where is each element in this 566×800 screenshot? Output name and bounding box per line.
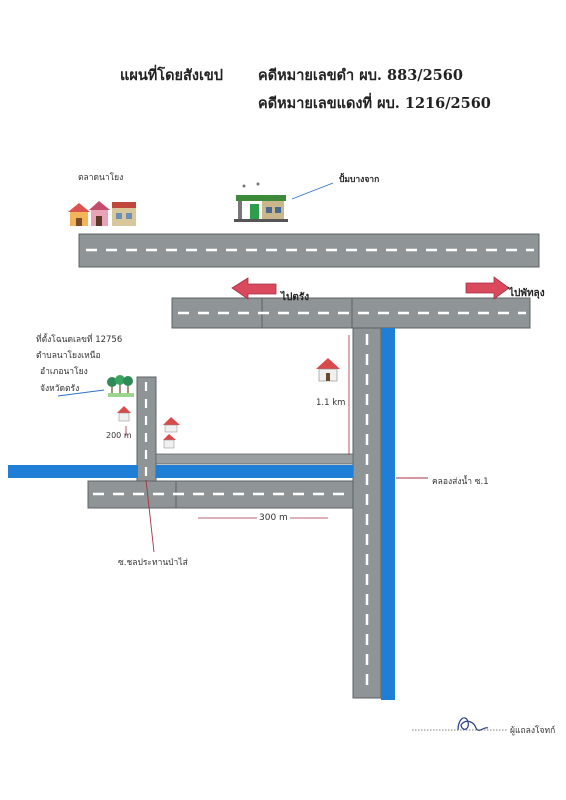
case-red-number: คดีหมายเลขแดงที่ ผบ. 1216/2560	[258, 95, 491, 112]
signer-label: ผู้แถลงโจทก์	[510, 726, 556, 736]
signature-icon	[412, 717, 508, 731]
alley-label: ซ.ชลประทานป่าไส่	[118, 558, 188, 568]
land-province-label: จังหวัดตรัง	[40, 384, 80, 394]
canal-right	[381, 328, 395, 700]
leader-land	[57, 389, 105, 397]
case-black-number: คดีหมายเลขดำ ผบ. 883/2560	[258, 67, 463, 84]
land-subdistrict-label: ตำบลนาโยงเหนือ	[36, 351, 101, 361]
alley-road	[155, 453, 354, 465]
market-label: ตลาดนาโยง	[78, 173, 124, 183]
to-trang-label: ไปตรัง	[281, 292, 310, 303]
road-vertical-left	[136, 376, 157, 482]
arrow-right-icon	[465, 276, 510, 300]
distance-200m-label: 200 m	[106, 431, 132, 440]
house-icon	[316, 358, 340, 382]
canal-label: คลองส่งน้ำ ซ.1	[432, 477, 489, 487]
canal-left	[8, 465, 138, 478]
gas-station-icon	[234, 182, 288, 222]
distance-1-1km-label: 1.1 km	[316, 398, 346, 408]
canal-middle	[156, 465, 353, 478]
to-phatthalung-label: ไปพัทลุง	[509, 288, 545, 299]
land-deed-label: ที่ตั้งโฉนดเลขที่ 12756	[36, 335, 123, 345]
house-icon	[117, 406, 180, 449]
leader-gas-station	[291, 182, 334, 200]
land-district-label: อำเภอนาโยง	[40, 367, 88, 377]
road-top	[78, 233, 540, 268]
map-title: แผนที่โดยสังเขป	[120, 67, 224, 84]
road-main	[171, 297, 531, 329]
tree-icon	[107, 375, 134, 397]
distance-300m-label: 300 m	[257, 513, 290, 523]
road-lower	[87, 480, 354, 509]
arrow-left-icon	[231, 277, 277, 300]
leader-alley	[145, 479, 155, 553]
shop-icon	[68, 201, 136, 226]
gas-station-label: ปั้มบางจาก	[339, 175, 380, 185]
road-vertical-right	[352, 327, 382, 699]
